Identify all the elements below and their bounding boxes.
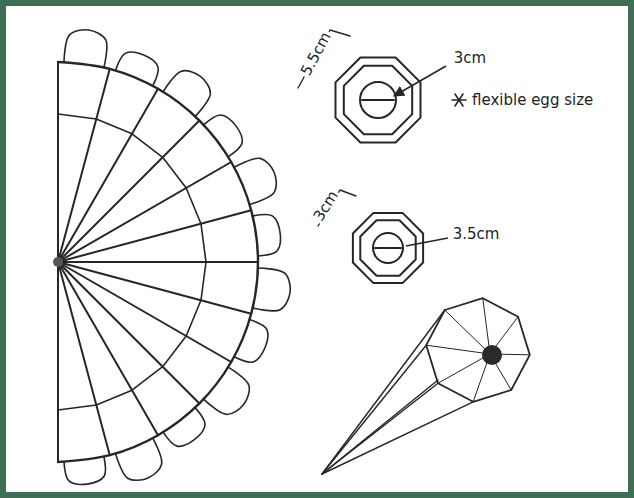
glue-tab bbox=[204, 367, 250, 414]
leader-line bbox=[394, 66, 446, 96]
fan-outer-edge bbox=[58, 62, 258, 462]
note-star bbox=[452, 94, 466, 106]
fan-inner-edge bbox=[58, 114, 206, 410]
fan-center bbox=[53, 257, 63, 267]
glue-tab bbox=[64, 457, 105, 485]
glue-tab bbox=[163, 408, 205, 447]
octagon-outline bbox=[344, 66, 412, 134]
glue-tab bbox=[116, 438, 162, 480]
glue-tab bbox=[234, 320, 268, 363]
cone-fold bbox=[426, 345, 490, 354]
glue-tab bbox=[253, 215, 281, 256]
fan-spoke bbox=[58, 262, 158, 435]
hole-diameter bbox=[362, 99, 394, 101]
octagon-outline bbox=[336, 58, 421, 143]
dimension-label: 3cm bbox=[309, 186, 342, 226]
leader-line bbox=[406, 238, 448, 246]
octagon-outline bbox=[353, 213, 423, 283]
fan-spoke bbox=[58, 262, 110, 455]
glue-tab bbox=[234, 158, 276, 204]
glue-tab bbox=[163, 71, 210, 117]
cone-tip-shading bbox=[482, 345, 502, 365]
dimension-label: 3cm bbox=[452, 50, 488, 67]
star-stroke bbox=[455, 94, 463, 106]
dimension-label: 3.5cm bbox=[451, 226, 502, 243]
fan-spoke bbox=[58, 262, 251, 314]
fan-spoke bbox=[58, 162, 231, 262]
cone-sketch bbox=[322, 298, 530, 474]
octagon-outline bbox=[360, 220, 415, 275]
cone-fold bbox=[445, 310, 490, 354]
fan-spoke bbox=[57, 62, 59, 262]
egg-hole bbox=[360, 82, 396, 118]
dimension-label: 5.5cm bbox=[297, 28, 335, 81]
fan-spoke bbox=[58, 89, 158, 262]
fan-spoke bbox=[58, 121, 199, 262]
glue-tab bbox=[64, 30, 107, 68]
fan-net bbox=[53, 30, 290, 485]
fan-spoke bbox=[58, 262, 231, 362]
cone-fold bbox=[438, 354, 490, 383]
glue-tab bbox=[204, 115, 243, 157]
glue-tab bbox=[116, 52, 159, 86]
egg-hole bbox=[373, 233, 403, 263]
note-text: flexible egg size bbox=[470, 92, 595, 109]
star-stroke bbox=[455, 94, 463, 106]
fan-spoke bbox=[58, 261, 258, 263]
cone-edge bbox=[322, 345, 426, 474]
fan-spoke bbox=[57, 262, 59, 462]
fan-spoke bbox=[58, 210, 251, 262]
hole-diameter bbox=[375, 247, 401, 249]
cone-edge bbox=[322, 380, 438, 474]
glue-tab bbox=[253, 268, 291, 311]
fan-spoke bbox=[58, 69, 110, 262]
fan-spoke bbox=[58, 262, 199, 403]
cone-edge bbox=[322, 310, 445, 474]
